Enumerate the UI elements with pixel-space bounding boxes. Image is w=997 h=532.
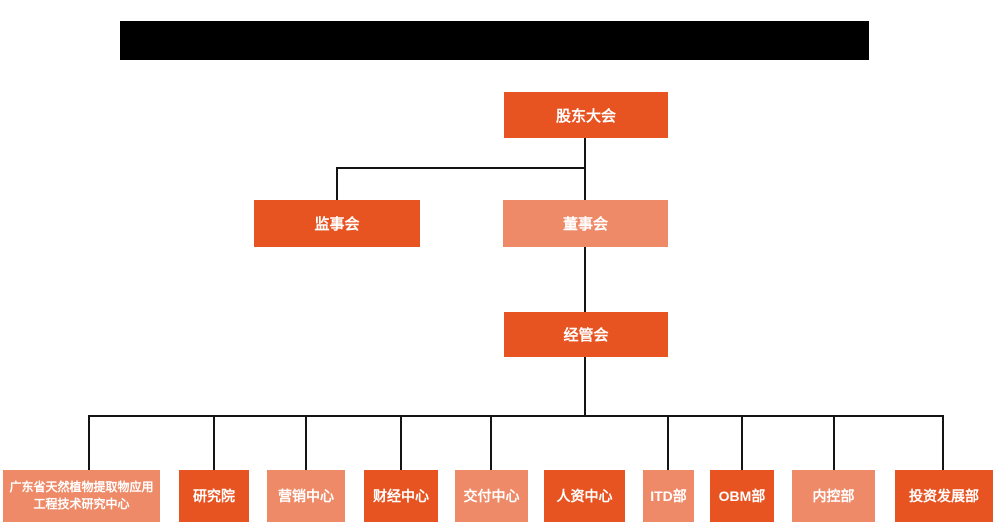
node-management-committee: 经管会	[504, 312, 668, 357]
connector-line	[88, 415, 90, 470]
connector-line	[667, 415, 669, 470]
node-hr-center: 人资中心	[544, 470, 625, 522]
node-gd-natural-plant-extract-research-center: 广东省天然植物提取物应用工程技术研究中心	[3, 470, 160, 522]
connector-line	[584, 357, 586, 416]
node-board-of-directors: 董事会	[503, 200, 668, 247]
connector-line	[584, 247, 586, 312]
node-research-institute: 研究院	[179, 470, 249, 522]
node-finance-center: 财经中心	[364, 470, 438, 522]
node-obm-dept: OBM部	[710, 470, 774, 522]
node-itd-dept: ITD部	[643, 470, 694, 522]
node-delivery-center: 交付中心	[455, 470, 528, 522]
connector-line	[584, 138, 586, 200]
connector-line	[336, 167, 586, 169]
connector-line	[305, 415, 307, 470]
connector-line	[833, 415, 835, 470]
node-investment-development-dept: 投资发展部	[895, 470, 993, 522]
node-internal-control-dept: 内控部	[792, 470, 875, 522]
redacted-title-bar	[120, 21, 869, 60]
connector-line	[741, 415, 743, 470]
node-supervisory-board: 监事会	[254, 200, 420, 247]
connector-line	[490, 415, 492, 470]
connector-line	[336, 167, 338, 200]
connector-line	[213, 415, 215, 470]
connector-line	[942, 415, 944, 470]
connector-line	[400, 415, 402, 470]
node-marketing-center: 营销中心	[267, 470, 345, 522]
connector-line	[88, 415, 944, 417]
node-shareholders-meeting: 股东大会	[504, 92, 668, 138]
